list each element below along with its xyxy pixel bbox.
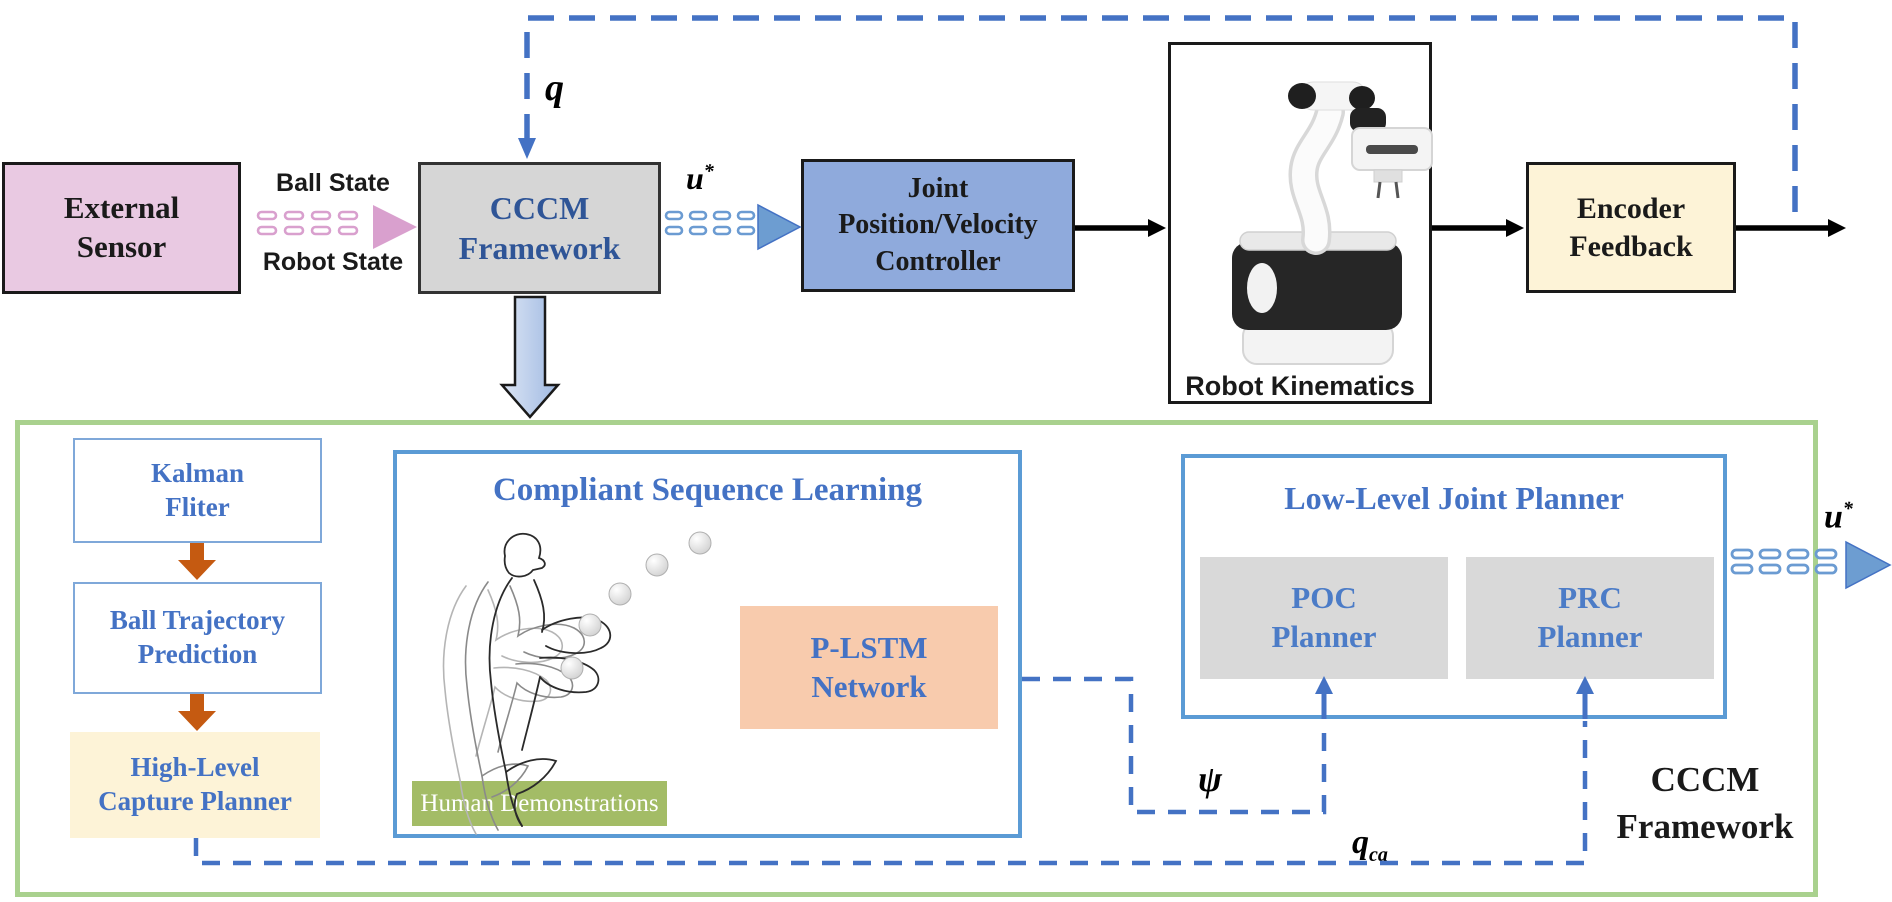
- ball-state-label: Ball State: [276, 169, 390, 197]
- joint-controller-label: Joint Position/Velocity Controller: [838, 172, 1038, 277]
- u-star-top-dashed-arrow-icon: [664, 203, 802, 251]
- q-signal-label: q: [545, 67, 564, 109]
- joint-planner-box: Low-Level Joint Planner POC Planner PRC …: [1181, 454, 1727, 719]
- ball-trajectory-label: Ball Trajectory Prediction: [109, 605, 286, 669]
- ball-trajectory-box: Ball Trajectory Prediction: [73, 582, 322, 694]
- human-demonstrations-label: Human Demonstrations: [420, 789, 659, 817]
- cccm-expand-arrow-icon: [499, 295, 561, 419]
- kalman-filter-label: Kalman Fliter: [150, 457, 244, 522]
- external-sensor-label: External Sensor: [63, 190, 180, 264]
- robot-kinematics-caption: Robot Kinematics: [1185, 371, 1415, 401]
- prc-planner-label: PRC Planner: [1537, 580, 1643, 654]
- plstm-network-label: P-LSTM Network: [810, 629, 928, 704]
- robot-kinematics-box: Robot Kinematics: [1168, 42, 1432, 404]
- arrowhead-to-robot-icon: [1148, 219, 1166, 237]
- arrowhead-output-icon: [1828, 219, 1846, 237]
- robot-state-label: Robot State: [262, 248, 404, 276]
- capture-planner-box: High-Level Capture Planner: [70, 732, 320, 838]
- joint-planner-title: Low-Level Joint Planner: [1284, 480, 1624, 516]
- prc-planner-box: PRC Planner: [1466, 557, 1714, 679]
- kalman-filter-box: Kalman Fliter: [73, 438, 322, 543]
- arrowhead-to-encoder-icon: [1506, 219, 1524, 237]
- encoder-feedback-box: Encoder Feedback: [1526, 162, 1736, 293]
- cccm-framework-box: CCCM Framework: [418, 162, 661, 294]
- u-star-top-label: u*: [686, 160, 714, 196]
- joint-controller-box: Joint Position/Velocity Controller: [801, 159, 1075, 292]
- capture-planner-label: High-Level Capture Planner: [98, 752, 292, 816]
- encoder-feedback-label: Encoder Feedback: [1569, 192, 1693, 263]
- qca-signal-label: qca: [1352, 824, 1388, 866]
- state-dashed-arrow-icon: [256, 205, 417, 249]
- sequence-learning-box: Compliant Sequence Learning P-LSTM Netwo…: [393, 450, 1022, 838]
- plstm-network-box: P-LSTM Network: [740, 606, 998, 729]
- poc-planner-box: POC Planner: [1200, 557, 1448, 679]
- framework-corner-label: CCCM Framework: [1616, 760, 1794, 847]
- psi-signal-label: ψ: [1198, 759, 1223, 799]
- human-demonstrations-tag: Human Demonstrations: [412, 781, 667, 826]
- u-star-out-label: u*: [1824, 498, 1853, 536]
- poc-planner-label: POC Planner: [1271, 580, 1377, 654]
- sequence-learning-title: Compliant Sequence Learning: [492, 472, 923, 508]
- q-arrowhead-icon: [518, 138, 536, 159]
- external-sensor-box: External Sensor: [2, 162, 241, 294]
- cccm-framework-box-label: CCCM Framework: [458, 190, 621, 266]
